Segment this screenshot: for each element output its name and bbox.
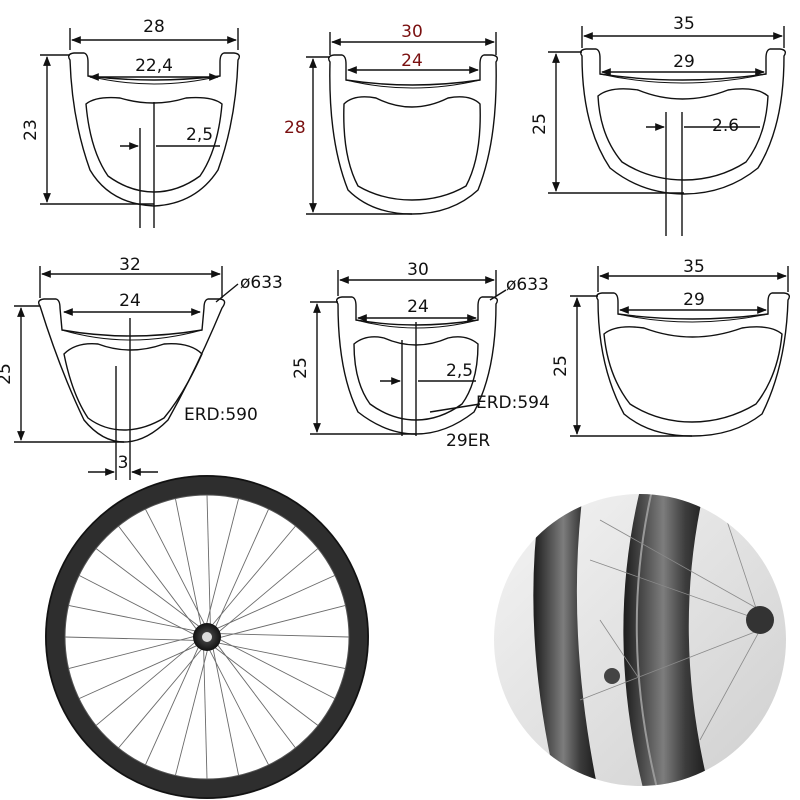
spoke — [215, 641, 346, 670]
spoke — [68, 604, 199, 633]
rim-inner-chamber — [597, 88, 769, 181]
rim-inner-chamber — [85, 96, 223, 193]
rim-profile-2 — [306, 32, 499, 215]
rim-closeup-icon — [494, 494, 786, 786]
rim-bead-seat — [599, 73, 767, 84]
spoke — [68, 635, 198, 670]
rim-outer-outline — [579, 48, 787, 195]
spoke — [215, 641, 296, 749]
rim-outer-outline — [335, 296, 499, 435]
erd-label: ERD:590 — [184, 405, 258, 425]
spoke — [216, 604, 346, 639]
spoke — [78, 574, 198, 637]
rim-bead-seat — [617, 313, 769, 323]
height-label: 25 — [0, 363, 15, 385]
spoke — [95, 548, 203, 629]
spoke — [174, 646, 209, 776]
rim-profile-6 — [570, 266, 791, 437]
wall-thickness-label: 2,5 — [446, 361, 473, 381]
wall-thickness-label: 2,5 — [186, 125, 213, 145]
rim-bead-seat — [345, 79, 481, 89]
inner-width-label: 29 — [673, 52, 695, 72]
rim-profile-4 — [14, 266, 239, 480]
outer-width-label: 28 — [143, 17, 165, 37]
inner-width-label: 24 — [401, 51, 423, 71]
rim-profile-3 — [548, 26, 787, 236]
spoke — [95, 639, 198, 726]
outer-width-label: 30 — [401, 22, 423, 42]
wall-thickness-label: 2.6 — [712, 116, 739, 136]
spoke — [205, 498, 240, 628]
spoke — [213, 574, 336, 631]
rim-outer-outline — [37, 298, 226, 443]
spoke — [144, 643, 201, 766]
spoke — [216, 637, 336, 700]
height-label: 28 — [284, 118, 306, 138]
spoke — [78, 643, 201, 700]
spoke — [209, 525, 296, 628]
spoke — [174, 498, 203, 629]
inner-width-label: 24 — [119, 291, 141, 311]
rim-outer-outline — [327, 54, 499, 215]
rim-inner-chamber — [343, 96, 481, 201]
rim-outer-outline — [67, 52, 241, 207]
inner-width-label: 24 — [407, 297, 429, 317]
spoke — [216, 633, 350, 638]
spoke — [211, 645, 240, 776]
rim-inner-chamber — [353, 336, 479, 421]
height-label: 25 — [551, 355, 571, 377]
spoke — [213, 508, 270, 631]
height-label: 25 — [530, 113, 550, 135]
rim-profile-5 — [310, 270, 507, 436]
inner-width-label: 29 — [683, 290, 705, 310]
erd-leader — [429, 403, 481, 413]
rim-inner-chamber — [603, 326, 783, 423]
diameter-leader — [215, 283, 239, 303]
height-label: 23 — [21, 119, 41, 141]
spoke — [207, 646, 270, 766]
spoke — [118, 525, 199, 633]
diameter-leader — [489, 289, 507, 301]
outer-width-label: 32 — [119, 255, 141, 275]
rim-diameter-label: ø633 — [506, 275, 549, 295]
wheel-size-label: 29ER — [446, 431, 490, 451]
spoke — [144, 508, 207, 628]
bead-width-label: 3 — [118, 453, 129, 473]
outer-width-label: 30 — [407, 260, 429, 280]
rim-inner-chamber — [63, 343, 203, 431]
spoke — [206, 494, 211, 628]
outer-width-label: 35 — [683, 257, 705, 277]
bicycle-wheel-icon — [45, 475, 369, 799]
spoke — [203, 646, 208, 780]
spoke — [216, 548, 319, 635]
inner-width-label: 22,4 — [135, 56, 173, 76]
height-label: 25 — [291, 357, 311, 379]
rim-diameter-label: ø633 — [240, 273, 283, 293]
spoke — [211, 645, 319, 726]
rim-outer-outline — [595, 292, 791, 437]
rim-profile-1 — [40, 28, 241, 228]
spoke — [118, 646, 205, 749]
outer-width-label: 35 — [673, 14, 695, 34]
rim-bead-seat — [61, 329, 203, 341]
rim-bead-seat — [355, 319, 479, 329]
spoke — [64, 636, 198, 641]
erd-label: ERD:594 — [476, 393, 550, 413]
